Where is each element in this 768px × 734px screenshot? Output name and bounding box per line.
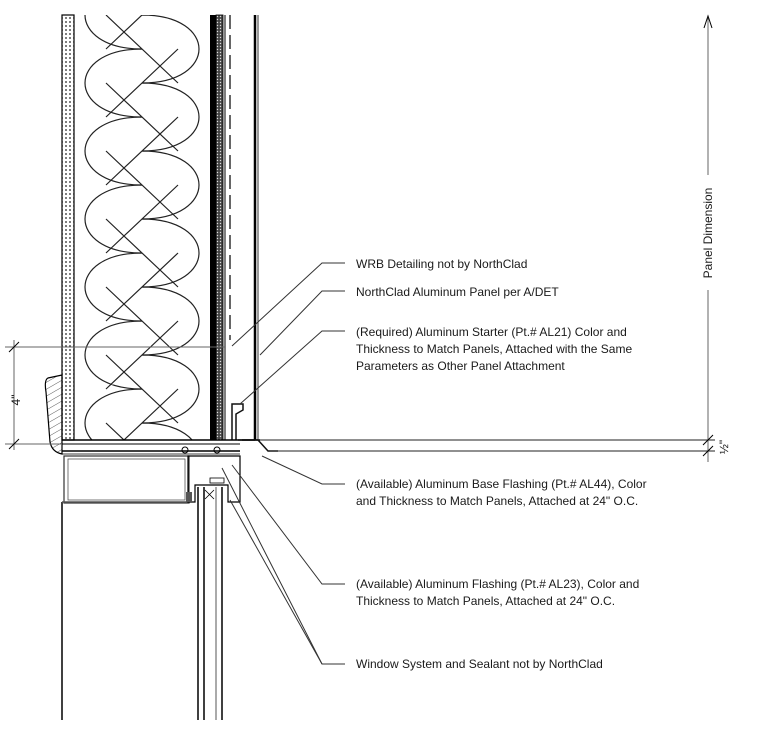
aluminum-starter [231,403,244,440]
svg-text:Window System and Sealant not: Window System and Sealant not by NorthCl… [356,657,603,671]
extension-lines [5,346,715,452]
svg-text:(Available) Aluminum Base Flas: (Available) Aluminum Base Flashing (Pt.#… [356,477,647,491]
svg-text:Thickness to Match Panels, Att: Thickness to Match Panels, Attached with… [356,342,632,356]
svg-text:(Required) Aluminum Starter (P: (Required) Aluminum Starter (Pt.# AL21) … [356,325,627,339]
svg-text:and Thickness to Match Panels,: and Thickness to Match Panels, Attached … [356,494,638,508]
gypsum-board [61,14,75,441]
dimension-4in-label: 4" [9,395,23,406]
callout-window: Window System and Sealant not by NorthCl… [356,657,603,671]
aluminum-panel [242,15,259,441]
callout-wrb: WRB Detailing not by NorthClad [356,257,527,271]
leader-lines [221,262,345,665]
callout-flashing: (Available) Aluminum Flashing (Pt.# AL23… [356,577,639,608]
svg-text:(Available) Aluminum Flashing: (Available) Aluminum Flashing (Pt.# AL23… [356,577,639,591]
batt-insulation-curve [84,15,200,440]
base-flashing [238,439,278,452]
batt-insulation [84,15,200,440]
svg-text:NorthClad Aluminum Panel per A: NorthClad Aluminum Panel per A/DET [356,285,559,299]
callout-starter: (Required) Aluminum Starter (Pt.# AL21) … [356,325,632,373]
head-plates [62,439,260,455]
sheathing-layer [210,14,226,441]
wood-blocking [44,374,63,455]
window-frame [61,446,241,720]
dimension-panel [702,14,714,462]
glazing-unit [197,487,223,720]
dimension-gap-label: ½" [717,440,731,454]
callout-panel: NorthClad Aluminum Panel per A/DET [356,285,559,299]
svg-text:Parameters as Other Panel Atta: Parameters as Other Panel Attachment [356,359,565,373]
svg-text:Thickness to Match Panels, Att: Thickness to Match Panels, Attached at 2… [356,594,615,608]
svg-text:WRB Detailing not by NorthClad: WRB Detailing not by NorthClad [356,257,527,271]
dimension-panel-label: Panel Dimension [701,188,715,279]
callout-base-flashing: (Available) Aluminum Base Flashing (Pt.#… [356,477,647,508]
dimension-4in [8,340,20,450]
